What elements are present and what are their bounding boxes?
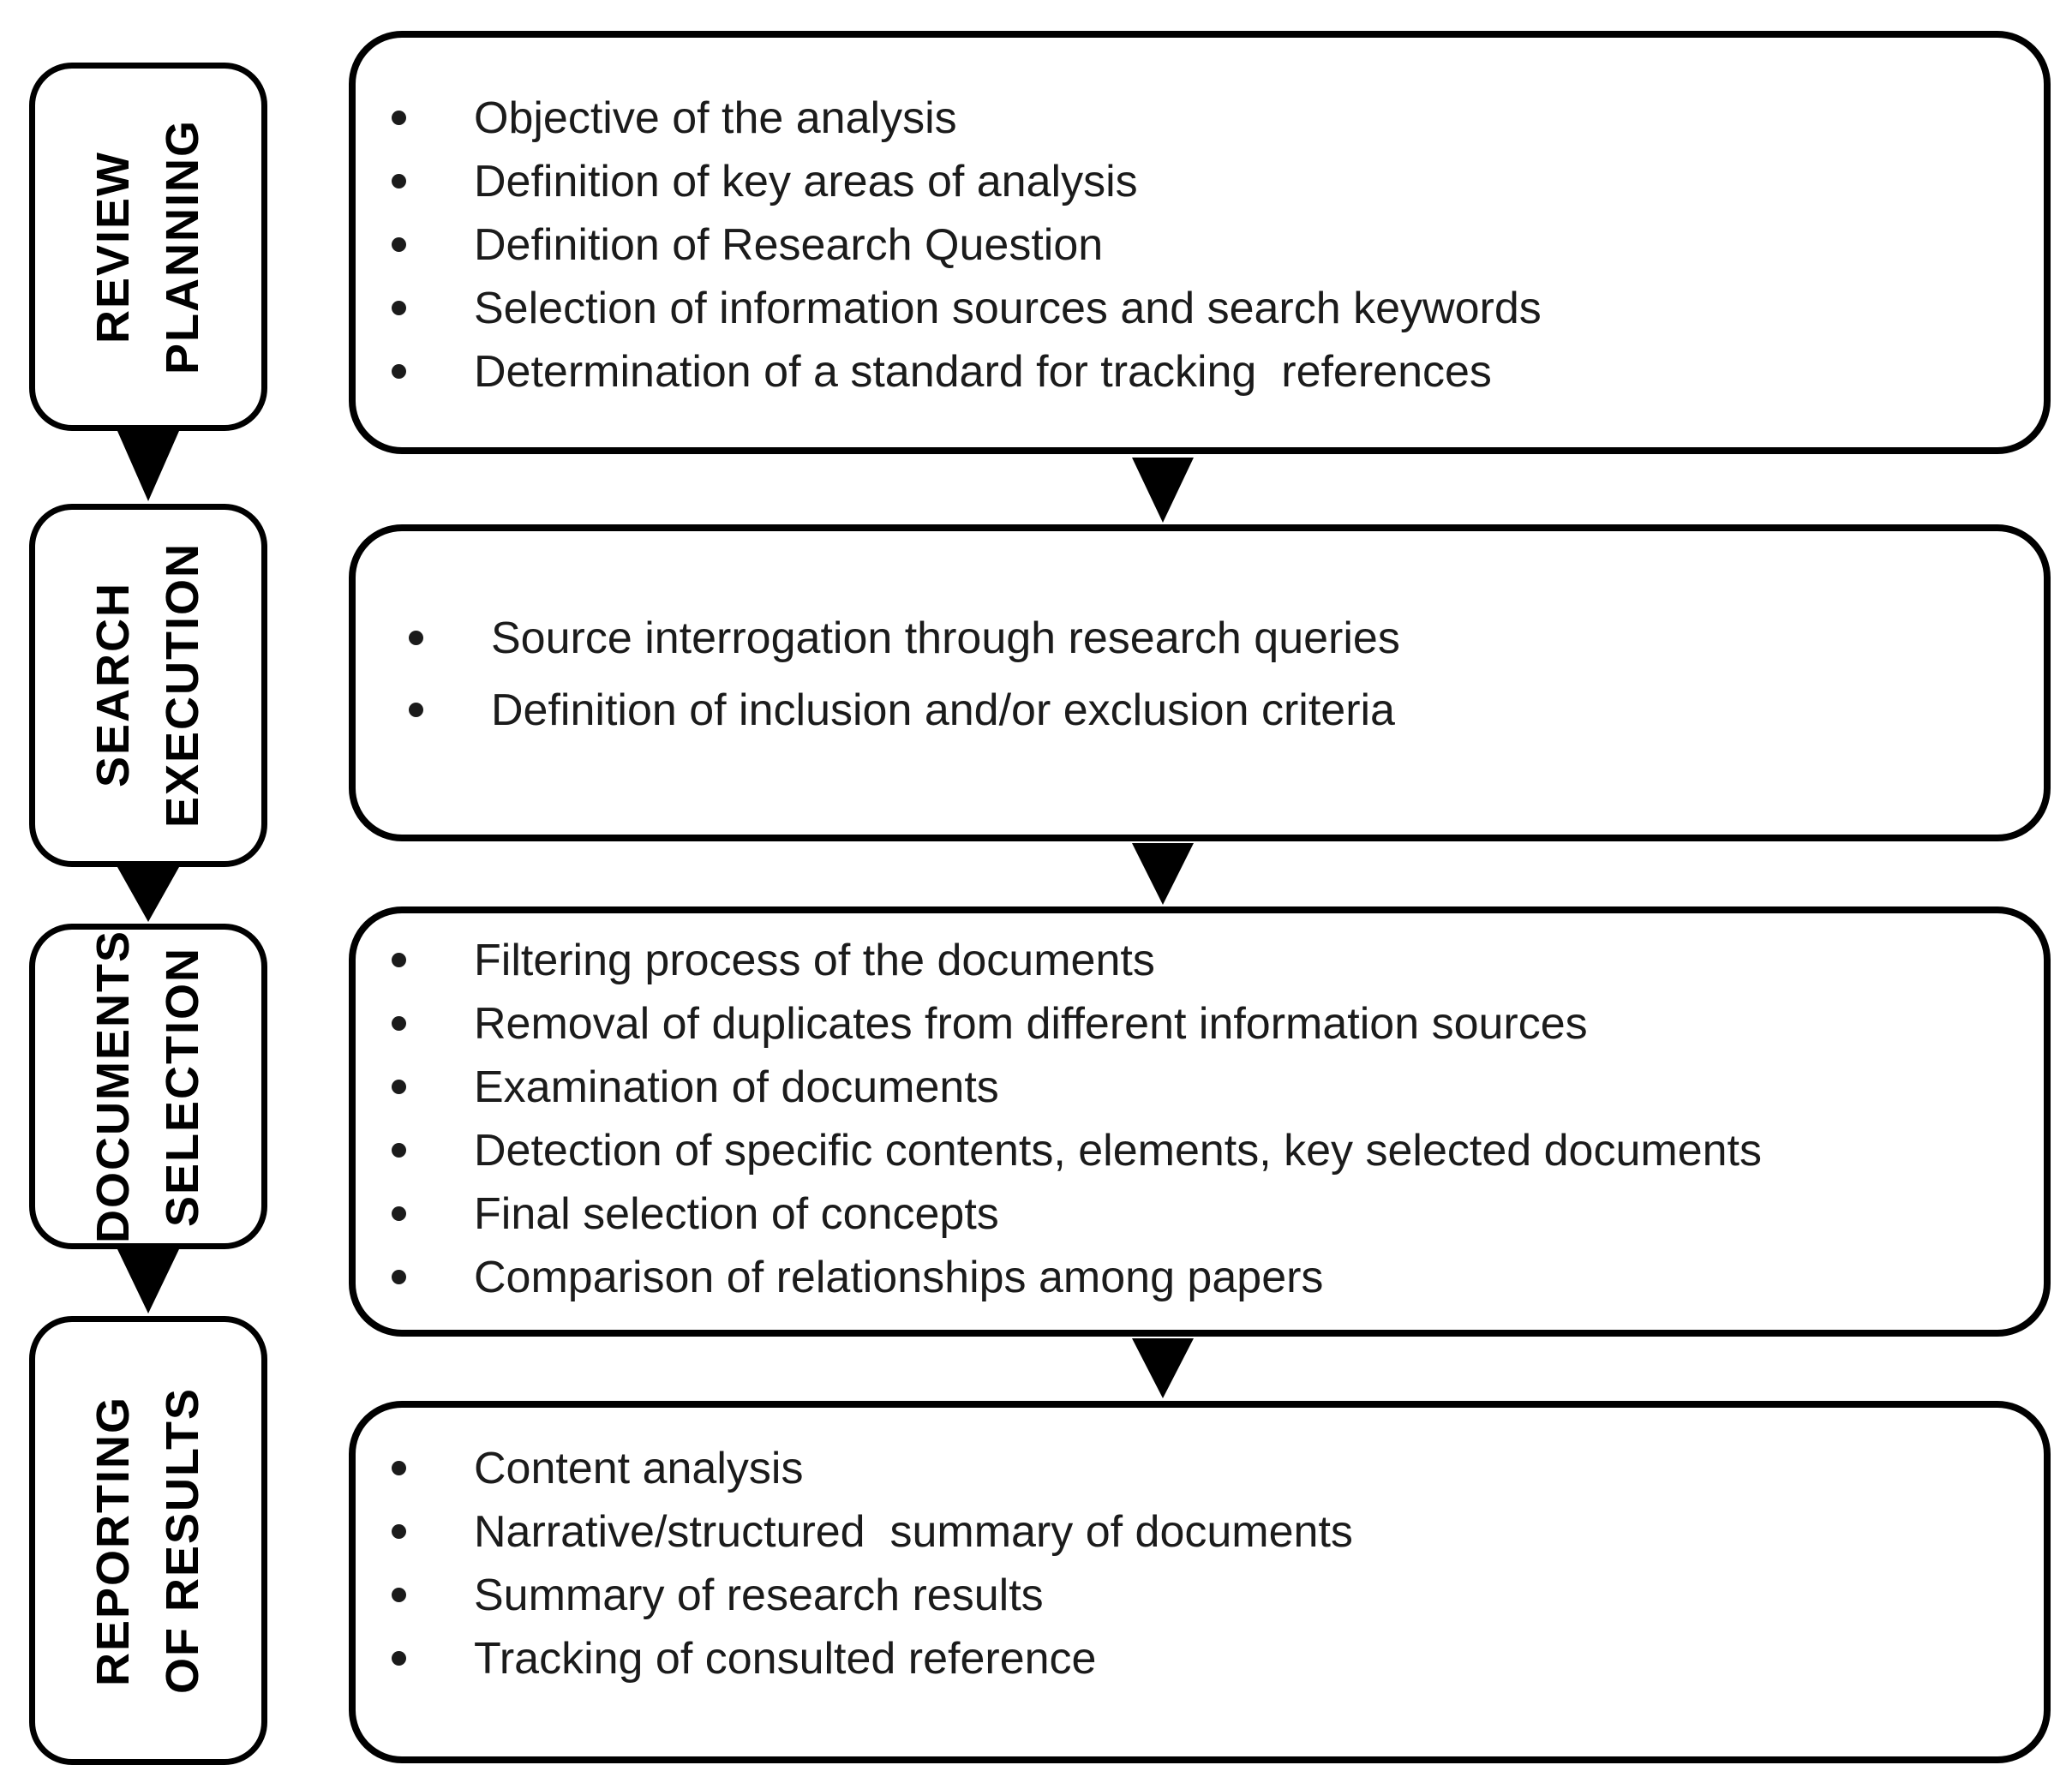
bullet-item: Source interrogation through research qu…: [405, 602, 2009, 674]
stage-label-box-reporting-of-results: REPORTING OF RESULTS: [29, 1316, 267, 1765]
bullet-item: Tracking of consulted reference: [388, 1627, 2009, 1690]
bullet-item: Narrative/structured summary of document…: [388, 1500, 2009, 1564]
bullet-item: Definition of Research Question: [388, 213, 2009, 277]
stage-label-line: PLANNING: [157, 119, 208, 374]
bullet-item: Comparison of relationships among papers: [388, 1246, 2009, 1309]
stage-label-box-search-execution: SEARCH EXECUTION: [29, 504, 267, 867]
flow-down-arrow-icon: [117, 867, 179, 922]
stage-label: SEARCH EXECUTION: [79, 542, 218, 828]
bullet-item: Objective of the analysis: [388, 87, 2009, 150]
bullet-item: Filtering process of the documents: [388, 929, 2009, 992]
stage-label-line: EXECUTION: [157, 542, 208, 829]
bullet-item: Determination of a standard for tracking…: [388, 340, 2009, 404]
bullet-item: Definition of inclusion and/or exclusion…: [405, 674, 2009, 746]
bullet-item: Final selection of concepts: [388, 1182, 2009, 1246]
stage-label-line: SEARCH: [87, 582, 139, 789]
stage-content-box: Source interrogation through research qu…: [349, 524, 2051, 841]
stage-label: REPORTING OF RESULTS: [79, 1387, 218, 1694]
bullet-item: Examination of documents: [388, 1056, 2009, 1119]
flow-down-arrow-icon: [1132, 458, 1194, 523]
stage-label-line: DOCUMENTS: [87, 930, 139, 1243]
stage-label-line: OF RESULTS: [157, 1386, 208, 1694]
stage-label: REVIEW PLANNING: [79, 119, 218, 374]
bullet-item: Detection of specific contents, elements…: [388, 1119, 2009, 1182]
stage-label-line: REVIEW: [87, 150, 139, 344]
flow-down-arrow-icon: [117, 1249, 179, 1313]
bullet-item: Selection of information sources and sea…: [388, 277, 2009, 340]
bullet-item: Summary of research results: [388, 1564, 2009, 1627]
bullet-item: Removal of duplicates from different inf…: [388, 992, 2009, 1056]
flow-down-arrow-icon: [117, 431, 179, 501]
bullet-item: Content analysis: [388, 1437, 2009, 1500]
stage-label-box-documents-selection: DOCUMENTS SELECTION: [29, 924, 267, 1249]
stage-bullet-list: Source interrogation through research qu…: [405, 602, 2009, 746]
flow-down-arrow-icon: [1132, 843, 1194, 905]
stage-label-line: REPORTING: [87, 1395, 139, 1686]
stage-label-box-review-planning: REVIEW PLANNING: [29, 63, 267, 431]
stage-label-line: SELECTION: [157, 946, 208, 1227]
flow-down-arrow-icon: [1132, 1338, 1194, 1398]
bullet-item: Definition of key areas of analysis: [388, 150, 2009, 213]
stage-label: DOCUMENTS SELECTION: [79, 930, 218, 1243]
